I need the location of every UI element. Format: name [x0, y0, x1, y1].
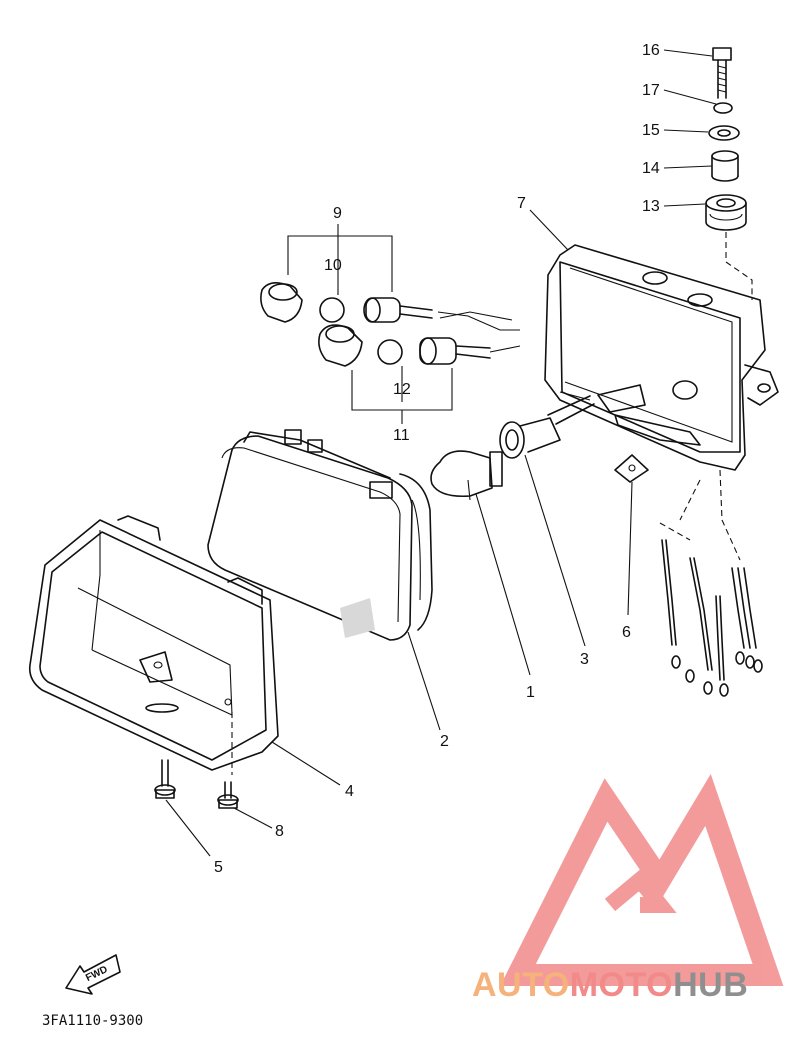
callout-9: 9 — [333, 205, 342, 222]
fwd-label: FWD — [84, 964, 109, 984]
part-1-headlight-bulb — [430, 450, 503, 501]
watermark-hub: HUB — [673, 966, 749, 1004]
part-15-washer — [708, 125, 740, 141]
callout-10: 10 — [324, 257, 342, 274]
part-5-screw — [154, 759, 176, 799]
part-16-bolt — [712, 47, 732, 99]
part-3-bulb-socket — [499, 395, 595, 459]
leader-lines — [165, 49, 717, 857]
watermark-moto: MOTO — [569, 966, 674, 1004]
part-14-collar — [711, 150, 739, 182]
part-17-lock-washer — [713, 102, 733, 114]
callout-6: 6 — [622, 624, 631, 641]
callout-17: 17 — [642, 82, 660, 99]
part-4-headlight-case — [28, 515, 279, 771]
callout-11: 11 — [393, 427, 410, 444]
fwd-arrow-icon: FWD — [65, 954, 121, 995]
callout-7: 7 — [517, 195, 526, 212]
callout-5: 5 — [214, 859, 223, 876]
callout-16: 16 — [642, 42, 660, 59]
callout-13: 13 — [642, 198, 660, 215]
diagram-code: 3FA1110-9300 — [42, 1013, 144, 1029]
part-8-screw — [217, 781, 239, 809]
callout-15: 15 — [642, 122, 660, 139]
callout-14: 14 — [642, 160, 660, 177]
automotohub-logo-mark — [500, 774, 784, 986]
part-11-socket-assembly — [318, 324, 521, 367]
callout-8: 8 — [275, 823, 284, 840]
part-7-headlight-housing — [544, 244, 779, 471]
part-13-grommet — [705, 194, 747, 231]
part-9-socket-assembly — [260, 282, 520, 331]
callout-2: 2 — [440, 733, 449, 750]
watermark-auto: AUTO — [472, 966, 570, 1004]
automotohub-watermark: AUTOMOTOHUB — [472, 966, 794, 1010]
callout-4: 4 — [345, 783, 354, 800]
part-2-headlight-lens-unit — [207, 429, 433, 641]
callout-1: 1 — [526, 684, 535, 701]
wire-leads — [659, 469, 763, 697]
callout-12: 12 — [393, 381, 411, 398]
callout-3: 3 — [580, 651, 589, 668]
part-6-clip — [614, 454, 649, 483]
